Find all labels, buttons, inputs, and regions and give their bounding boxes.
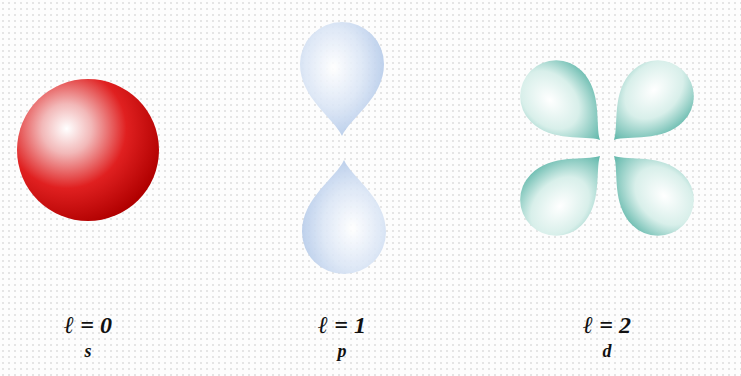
orbital-letter: d [603,342,612,362]
orbital-letter: s [84,342,91,362]
d-orbital [505,45,709,251]
p-orbital [300,22,386,274]
s-orbital [17,79,159,221]
quantum-number: ℓ = 0 [64,312,112,338]
quantum-number: ℓ = 1 [318,312,366,338]
quantum-number: ℓ = 2 [583,312,631,338]
orbital-letter: p [338,342,347,362]
